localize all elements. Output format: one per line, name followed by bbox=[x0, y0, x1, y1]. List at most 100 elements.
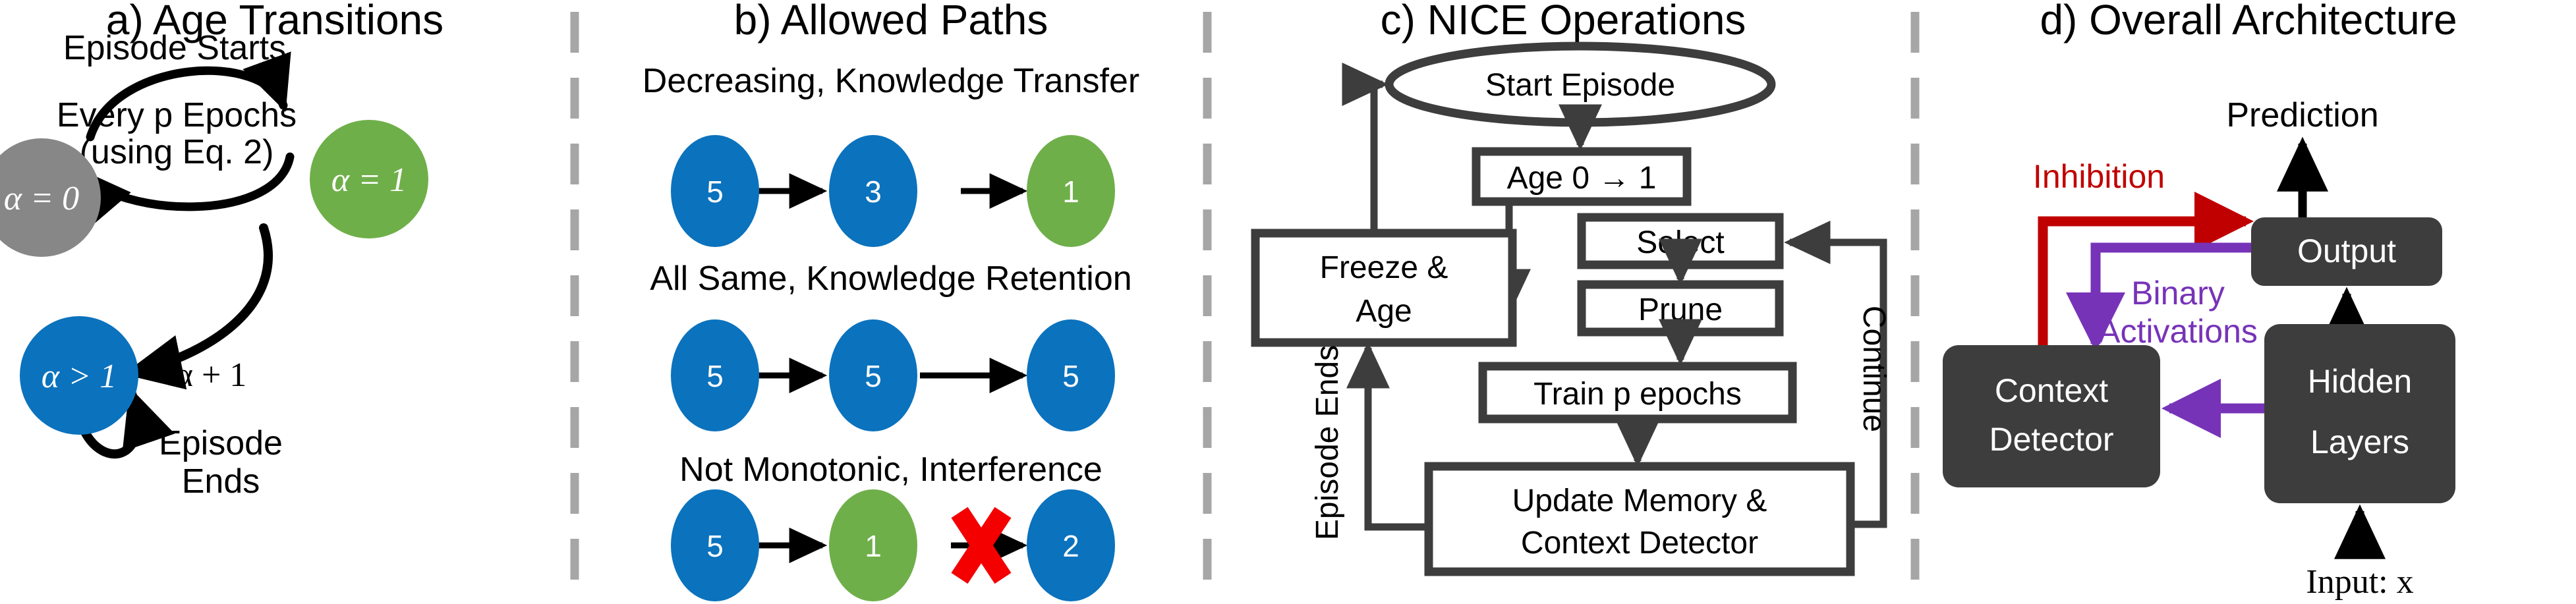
update-memory-box[interactable] bbox=[1424, 462, 1855, 576]
edge-episode-ends-selfloop bbox=[76, 387, 175, 459]
label-binary-activations-line2: Activations bbox=[2098, 313, 2258, 350]
edge-label-episode-ends-line1: Episode bbox=[159, 424, 283, 462]
panel-c: c) NICE Operations Start Episode Age 0 →… bbox=[1251, 0, 1891, 576]
freeze-age-line2: Age bbox=[1356, 294, 1412, 329]
path-node[interactable]: 1 bbox=[829, 489, 917, 601]
node-age-1-circle[interactable] bbox=[310, 120, 428, 238]
edge-label-alpha-plus-1: α + 1 bbox=[175, 356, 247, 394]
edge-freeze-to-start bbox=[1342, 63, 1388, 233]
panel-b-title: b) Allowed Paths bbox=[734, 0, 1048, 43]
edge-alpha-plus-1 bbox=[123, 223, 273, 390]
flow-node-select[interactable]: Select bbox=[1577, 213, 1784, 269]
edge-every-p-epochs bbox=[76, 152, 295, 226]
train-p-epochs-label: Train p epochs bbox=[1533, 377, 1742, 412]
panel-dividers bbox=[570, 12, 1920, 593]
row2-node2-value: 5 bbox=[865, 359, 882, 393]
edge-label-continue: Continue bbox=[1856, 306, 1891, 432]
panel-d-title: d) Overall Architecture bbox=[2040, 0, 2457, 43]
freeze-age-line1: Freeze & bbox=[1320, 250, 1448, 285]
block-hidden-layers[interactable]: Hidden Layers bbox=[2264, 324, 2455, 503]
row3-node2-circle[interactable] bbox=[829, 489, 917, 601]
edge-binary-activations-to-context bbox=[2066, 242, 2256, 352]
flow-node-freeze-age[interactable]: Freeze & Age bbox=[1251, 229, 1517, 347]
row-caption-all-same: All Same, Knowledge Retention bbox=[650, 260, 1131, 298]
path-row-all-same: All Same, Knowledge Retention 5 5 5 bbox=[650, 260, 1132, 431]
edge-label-episode-ends-line2: Ends bbox=[182, 462, 260, 501]
path-node[interactable]: 3 bbox=[829, 135, 917, 247]
path-row-not-monotonic: Not Monotonic, Interference 5 1 2 bbox=[671, 451, 1115, 601]
node-age-0-circle[interactable] bbox=[0, 138, 101, 257]
edge-episode-starts bbox=[86, 51, 291, 142]
path-node[interactable]: 5 bbox=[671, 319, 759, 431]
edge-label-every-p-epochs-text: Every p Epochs bbox=[57, 96, 297, 134]
row-caption-not-monotonic: Not Monotonic, Interference bbox=[679, 451, 1102, 489]
panel-a-title: a) Age Transitions bbox=[106, 0, 444, 43]
age-0-1-box[interactable] bbox=[1472, 147, 1692, 206]
edge-continue-loop bbox=[1784, 221, 1887, 528]
block-context-detector[interactable]: Context Detector bbox=[1943, 345, 2160, 487]
flow-node-train-p-epochs[interactable]: Train p epochs bbox=[1478, 362, 1797, 424]
hidden-layers-line1: Hidden bbox=[2308, 363, 2412, 400]
path-node[interactable]: 2 bbox=[1027, 489, 1115, 601]
node-age-gt-1-circle[interactable] bbox=[20, 316, 138, 435]
row2-node3-circle[interactable] bbox=[1027, 319, 1115, 431]
row1-node2-circle[interactable] bbox=[829, 135, 917, 247]
red-x-icon bbox=[951, 507, 1012, 584]
prune-label: Prune bbox=[1638, 292, 1723, 327]
node-age-0[interactable]: α = 0 bbox=[0, 138, 101, 257]
context-detector-line2: Detector bbox=[1989, 421, 2114, 458]
block-output[interactable]: Output bbox=[2251, 217, 2442, 286]
row1-node3-value: 1 bbox=[1062, 175, 1079, 209]
node-age-0-label: α = 0 bbox=[4, 180, 79, 217]
panel-c-title: c) NICE Operations bbox=[1381, 0, 1746, 43]
path-node[interactable]: 5 bbox=[671, 489, 759, 601]
node-age-1[interactable]: α = 1 bbox=[310, 120, 428, 238]
edge-episode-ends-loop bbox=[1346, 342, 1429, 531]
node-age-gt-1[interactable]: α > 1 bbox=[20, 316, 138, 435]
panel-a: a) Age Transitions Episode Starts Every … bbox=[0, 0, 444, 501]
row3-node2-value: 1 bbox=[865, 529, 882, 563]
row1-node1-circle[interactable] bbox=[671, 135, 759, 247]
flow-node-prune[interactable]: Prune bbox=[1577, 280, 1784, 337]
panel-d: d) Overall Architecture Prediction Inhib… bbox=[1943, 0, 2457, 601]
row2-node2-circle[interactable] bbox=[829, 319, 917, 431]
update-memory-line1: Update Memory & bbox=[1512, 483, 1767, 518]
path-node[interactable]: 5 bbox=[829, 319, 917, 431]
label-prediction: Prediction bbox=[2226, 96, 2378, 134]
row-caption-decreasing: Decreasing, Knowledge Transfer bbox=[643, 62, 1139, 100]
update-memory-line2: Context Detector bbox=[1521, 526, 1758, 561]
edge-label-episode-ends: Episode Ends bbox=[1310, 345, 1345, 540]
label-binary-activations-line1: Binary bbox=[2131, 275, 2225, 312]
path-row-decreasing: Decreasing, Knowledge Transfer 5 3 1 bbox=[643, 62, 1139, 247]
row1-node3-circle[interactable] bbox=[1027, 135, 1115, 247]
output-box[interactable] bbox=[2251, 217, 2442, 286]
hidden-layers-box[interactable] bbox=[2264, 324, 2455, 503]
flow-node-update-memory[interactable]: Update Memory & Context Detector bbox=[1424, 462, 1855, 576]
row3-node1-circle[interactable] bbox=[671, 489, 759, 601]
label-inhibition: Inhibition bbox=[2033, 158, 2165, 195]
row3-node3-value: 2 bbox=[1062, 529, 1079, 563]
path-node[interactable]: 5 bbox=[1027, 319, 1115, 431]
output-label: Output bbox=[2297, 233, 2396, 269]
path-node[interactable]: 5 bbox=[671, 135, 759, 247]
row2-node3-value: 5 bbox=[1062, 359, 1079, 393]
row3-node3-circle[interactable] bbox=[1027, 489, 1115, 601]
edge-label-episode-starts: Episode Starts bbox=[63, 29, 286, 67]
path-node[interactable]: 1 bbox=[1027, 135, 1115, 247]
age-0-1-label: Age 0 → 1 bbox=[1507, 161, 1657, 196]
edge-label-every-p-epochs: Every p Epochs bbox=[57, 96, 297, 134]
row2-node1-circle[interactable] bbox=[671, 319, 759, 431]
label-input-x: Input: x bbox=[2306, 563, 2413, 601]
flow-node-age-0-1[interactable]: Age 0 → 1 bbox=[1472, 147, 1692, 206]
node-age-1-label: α = 1 bbox=[331, 161, 407, 199]
edge-label-using-eq-2: (using Eq. 2) bbox=[80, 133, 274, 171]
hidden-layers-line2: Layers bbox=[2310, 424, 2409, 460]
context-detector-line1: Context bbox=[1995, 372, 2108, 409]
select-label: Select bbox=[1636, 225, 1724, 260]
row1-node2-value: 3 bbox=[865, 175, 882, 209]
row2-node1-value: 5 bbox=[706, 359, 724, 393]
context-detector-box[interactable] bbox=[1943, 345, 2160, 487]
flow-node-start-episode[interactable]: Start Episode bbox=[1385, 41, 1776, 127]
